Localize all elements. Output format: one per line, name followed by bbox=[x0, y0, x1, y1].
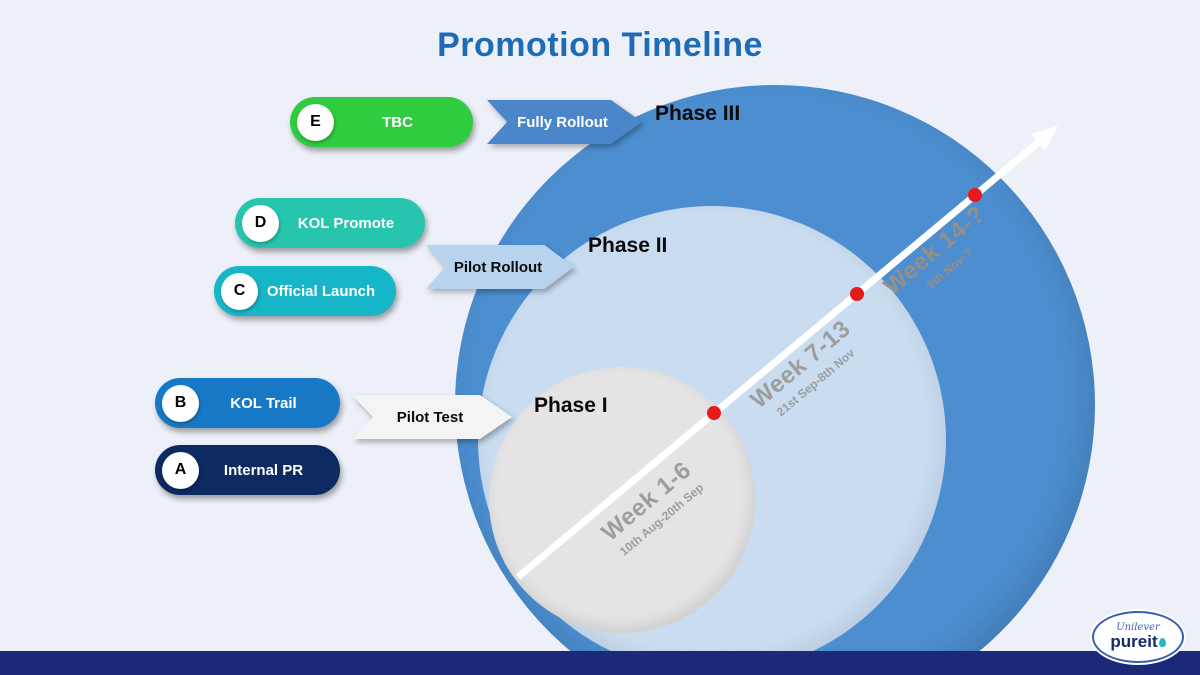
milestone-label: KOL Promote bbox=[297, 214, 395, 232]
phase2-label: Phase II bbox=[588, 234, 668, 257]
banner-pilot-rollout: Pilot Rollout bbox=[426, 245, 574, 289]
milestone-pill-b: B KOL Trail bbox=[155, 378, 340, 428]
water-drop-icon bbox=[1158, 637, 1166, 647]
phase1-circle bbox=[489, 367, 755, 633]
banner-label: Fully Rollout bbox=[487, 100, 642, 144]
milestone-pill-a: A Internal PR bbox=[155, 445, 340, 495]
banner-pilot-test: Pilot Test bbox=[352, 395, 512, 439]
phase1-label: Phase I bbox=[534, 394, 608, 417]
brand-logo-product-suffix: it bbox=[1147, 631, 1158, 651]
footer-bar bbox=[0, 651, 1200, 675]
milestone-label: KOL Trail bbox=[230, 394, 297, 412]
phase3-label: Phase III bbox=[655, 102, 741, 125]
milestone-pill-e: E TBC bbox=[290, 97, 473, 147]
milestone-letter-badge: B bbox=[162, 384, 199, 422]
milestone-letter-badge: A bbox=[162, 451, 199, 489]
milestone-label: Official Launch bbox=[266, 282, 376, 300]
milestone-letter-badge: C bbox=[221, 272, 258, 310]
milestone-letter-badge: D bbox=[242, 204, 279, 242]
brand-logo-product-main: pure bbox=[1110, 631, 1148, 651]
milestone-pill-d: D KOL Promote bbox=[235, 198, 425, 248]
banner-label: Pilot Test bbox=[352, 395, 512, 439]
timeline-arrowhead-icon bbox=[1031, 126, 1058, 151]
milestone-label: Internal PR bbox=[223, 461, 304, 479]
page-title: Promotion Timeline bbox=[437, 26, 763, 64]
banner-fully-rollout: Fully Rollout bbox=[487, 100, 642, 144]
banner-label: Pilot Rollout bbox=[426, 245, 574, 289]
milestone-pill-c: C Official Launch bbox=[214, 266, 396, 316]
brand-logo-name: Unilever bbox=[1116, 621, 1160, 633]
milestone-letter-badge: E bbox=[297, 103, 334, 141]
milestone-label: TBC bbox=[382, 113, 413, 131]
